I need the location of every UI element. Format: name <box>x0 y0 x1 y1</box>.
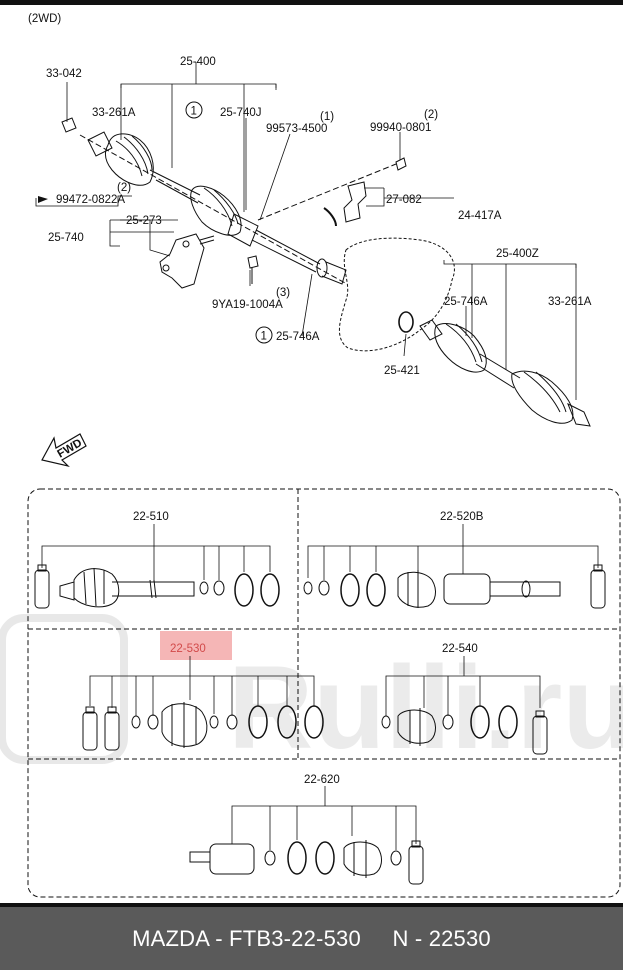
label-22-620: 22-620 <box>304 774 340 786</box>
label-22-520b: 22-520B <box>440 511 484 523</box>
nut-icon <box>61 117 77 133</box>
kit-22-620-drawing <box>189 840 424 885</box>
label-33-042: 33-042 <box>46 68 82 80</box>
label-24-417a: 24-417A <box>458 210 502 222</box>
outer-cv-boot <box>104 133 154 186</box>
label-99573-qty: (1) <box>320 111 334 123</box>
kit-section-frame <box>27 488 621 898</box>
footer-caption: MAZDA - FTB3-22-530 N - 22530 <box>0 907 623 970</box>
parts-diagram: Rulli.ru (2WD) <box>0 13 623 898</box>
label-22-530: 22-530 <box>170 643 206 655</box>
label-99472-qty: (2) <box>117 182 131 194</box>
arrow-99472-icon <box>38 196 48 203</box>
kit-leader-lines <box>41 524 599 850</box>
label-22-540: 22-540 <box>442 643 478 655</box>
circle-label-mid: 1 <box>261 331 267 343</box>
washer-99940 <box>395 157 407 171</box>
label-27-082: 27-082 <box>386 194 422 206</box>
label-33-261a-left: 33-261A <box>92 107 136 119</box>
leader-lines-top <box>35 62 577 400</box>
inner-cv-boot <box>190 185 242 236</box>
right-driveshaft-drawing <box>419 319 591 427</box>
bolt-9ya19 <box>247 255 259 284</box>
label-99472-0822a: 99472-0822A <box>56 194 125 206</box>
variant-label: (2WD) <box>28 13 61 25</box>
top-border <box>0 0 623 5</box>
footer-part-number: MAZDA - FTB3-22-530 <box>132 925 361 951</box>
label-25-400: 25-400 <box>180 56 216 68</box>
grease-tube-icon <box>34 569 50 609</box>
kit-22-530-drawing <box>82 702 324 751</box>
label-25-740j: 25-740J <box>220 107 262 119</box>
label-25-273: 25-273 <box>126 215 162 227</box>
label-9ya19-qty: (3) <box>276 287 290 299</box>
inner-housing <box>227 213 259 247</box>
kit-22-510-drawing <box>34 564 280 609</box>
kit-22-540-drawing <box>381 705 548 755</box>
watermark-text: Rulli.ru <box>228 642 623 774</box>
shaft-axis <box>79 134 346 284</box>
bearing-bracket-drawing <box>159 233 259 289</box>
footer-border <box>0 903 623 907</box>
grease-cap-icon <box>37 564 47 572</box>
label-25-400z: 25-400Z <box>496 248 539 260</box>
label-99940-qty: (2) <box>424 109 438 121</box>
kit-22-520b-drawing <box>303 564 606 609</box>
label-25-740: 25-740 <box>48 232 84 244</box>
bearing-ring <box>316 258 328 278</box>
watermark-logo-icon <box>0 614 128 764</box>
clamp-drawing <box>257 157 407 227</box>
circle-callout-1-mid <box>255 326 273 344</box>
fwd-arrow-icon: FWD <box>41 433 87 468</box>
label-99573-4500: 99573-4500 <box>266 123 327 135</box>
circle-callout-1-top <box>185 101 203 119</box>
footer-n-number: N - 22530 <box>392 925 491 951</box>
bracket-bolt <box>199 235 215 245</box>
circle-label-top: 1 <box>191 106 197 118</box>
label-25-746a-right: 25-746A <box>444 296 488 308</box>
label-33-261a-right: 33-261A <box>548 296 592 308</box>
intermediate-shaft <box>251 229 321 273</box>
label-9ya19-1004a: 9YA19-1004A <box>212 299 283 311</box>
label-99940-0801: 99940-0801 <box>370 122 431 134</box>
highlight-22-530 <box>160 631 232 660</box>
left-driveshaft-drawing <box>61 117 347 285</box>
label-22-510: 22-510 <box>133 511 169 523</box>
label-25-421: 25-421 <box>384 365 420 377</box>
outer-stub <box>87 131 113 157</box>
watermark: Rulli.ru <box>0 614 623 774</box>
clip-25-421 <box>398 311 414 333</box>
shaft-end <box>321 261 347 285</box>
transmission-outline <box>339 237 455 352</box>
label-25-746a-left: 25-746A <box>276 331 320 343</box>
